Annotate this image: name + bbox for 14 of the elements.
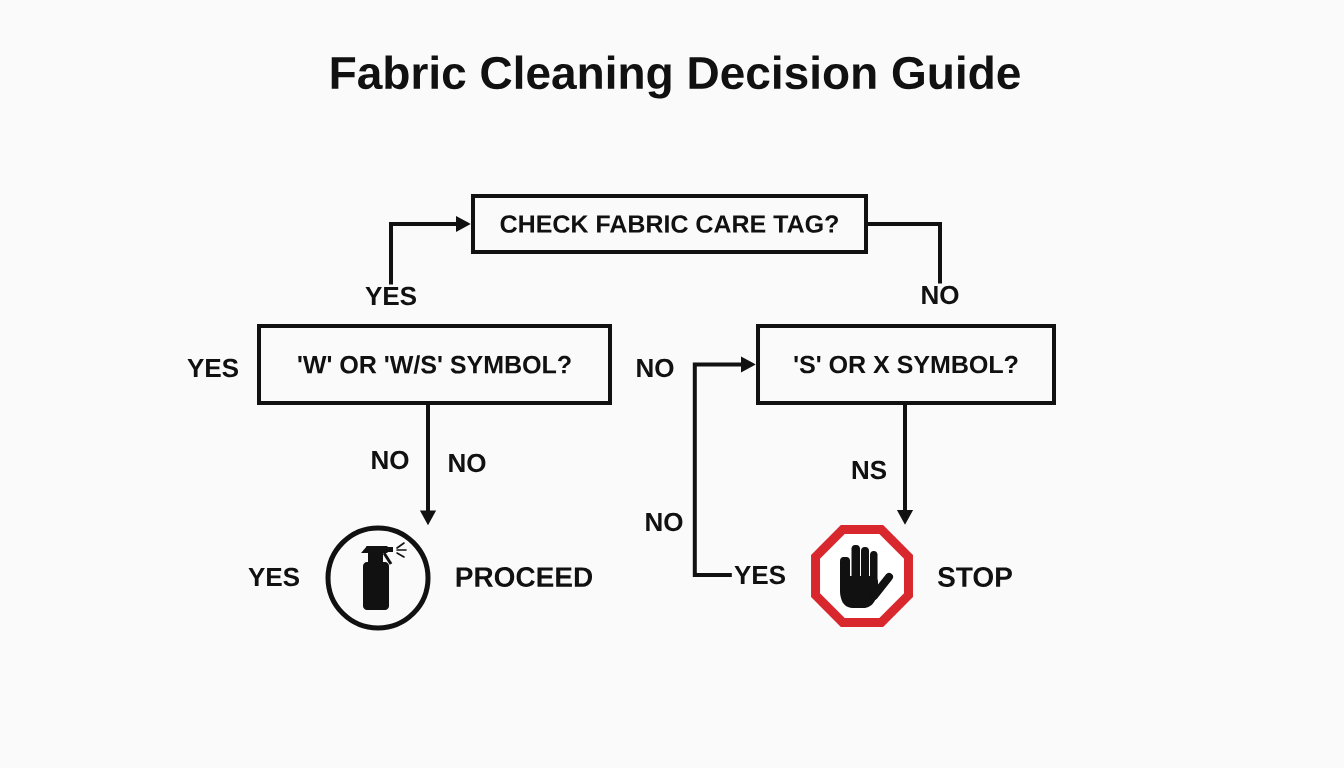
question-box: 'S' OR X SYMBOL? <box>756 324 1056 405</box>
answer-label: NO <box>637 358 674 378</box>
connector-line <box>868 222 942 284</box>
answer-label: YES <box>365 286 416 306</box>
outcome-label: PROCEED <box>456 567 593 587</box>
spray-bottle-icon <box>325 525 431 631</box>
answer-label: YES <box>734 565 785 585</box>
title: Fabric Cleaning Decision Guide <box>331 55 1020 99</box>
answer-label: NO <box>922 285 959 305</box>
question-box: 'W' OR 'W/S' SYMBOL? <box>257 324 612 405</box>
answer-label: NO <box>449 453 486 473</box>
question-box: CHECK FABRIC CARE TAG? <box>471 194 868 254</box>
outcome-label: STOP <box>937 567 1012 587</box>
answer-label: YES <box>248 567 299 587</box>
